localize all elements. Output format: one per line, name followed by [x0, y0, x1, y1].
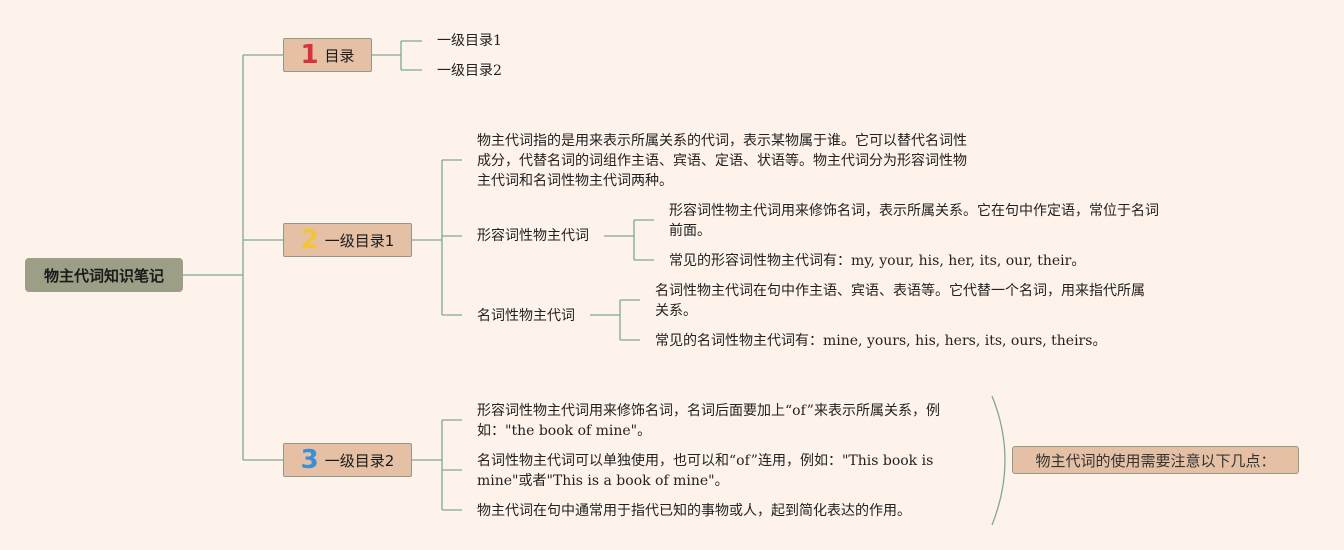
- nominal-pronoun-item[interactable]: 常见的名词性物主代词有：mine, yours, his, hers, its,…: [655, 333, 1107, 349]
- branch-node-3[interactable]: 3 一级目录2: [283, 443, 412, 477]
- connector-adjective: [604, 219, 654, 261]
- definition-text[interactable]: 物主代词指的是用来表示所属关系的代词，表示某物属于谁。它可以替代名词性成分，代替…: [477, 133, 967, 189]
- topic-item[interactable]: 一级目录1: [437, 33, 502, 49]
- number-badge-2: 2: [300, 225, 319, 255]
- summary-brace: [991, 395, 1006, 526]
- number-badge-1: 1: [300, 40, 319, 70]
- nominal-pronoun-topic[interactable]: 名词性物主代词: [477, 308, 575, 324]
- number-badge-3: 3: [300, 445, 319, 475]
- adjective-pronoun-item[interactable]: 常见的形容词性物主代词有：my, your, his, her, its, ou…: [669, 253, 1086, 269]
- nominal-pronoun-item[interactable]: 名词性物主代词在句中作主语、宾语、表语等。它代替一个名词，用来指代所属关系。: [655, 283, 1145, 319]
- connector-root: [183, 54, 283, 461]
- usage-item[interactable]: 物主代词在句中通常用于指代已知的事物或人，起到简化表达的作用。: [477, 503, 911, 519]
- adjective-pronoun-item[interactable]: 形容词性物主代词用来修饰名词，表示所属关系。它在句中作定语，常位于名词前面。: [669, 203, 1159, 239]
- root-node[interactable]: 物主代词知识笔记: [25, 258, 183, 292]
- connector-branch-3: [412, 419, 462, 511]
- connector-branch-1: [372, 40, 422, 71]
- branch-label-2: 一级目录1: [324, 231, 395, 250]
- usage-item[interactable]: 名词性物主代词可以单独使用，也可以和“of”连用，例如："This book i…: [477, 453, 934, 489]
- branch-node-1[interactable]: 1 目录: [283, 38, 372, 72]
- summary-label: 物主代词的使用需要注意以下几点：: [1035, 451, 1276, 470]
- root-label: 物主代词知识笔记: [43, 266, 164, 285]
- topic-item[interactable]: 一级目录2: [437, 63, 502, 79]
- branch-label-1: 目录: [324, 46, 355, 65]
- connector-nominal: [590, 299, 640, 341]
- adjective-pronoun-topic[interactable]: 形容词性物主代词: [477, 228, 589, 244]
- connector-branch-2: [412, 159, 462, 316]
- summary-node[interactable]: 物主代词的使用需要注意以下几点：: [1012, 446, 1299, 474]
- usage-item[interactable]: 形容词性物主代词用来修饰名词，名词后面要加上“of”来表示所属关系，例如："th…: [477, 403, 940, 439]
- branch-node-2[interactable]: 2 一级目录1: [283, 223, 412, 257]
- branch-label-3: 一级目录2: [324, 451, 395, 470]
